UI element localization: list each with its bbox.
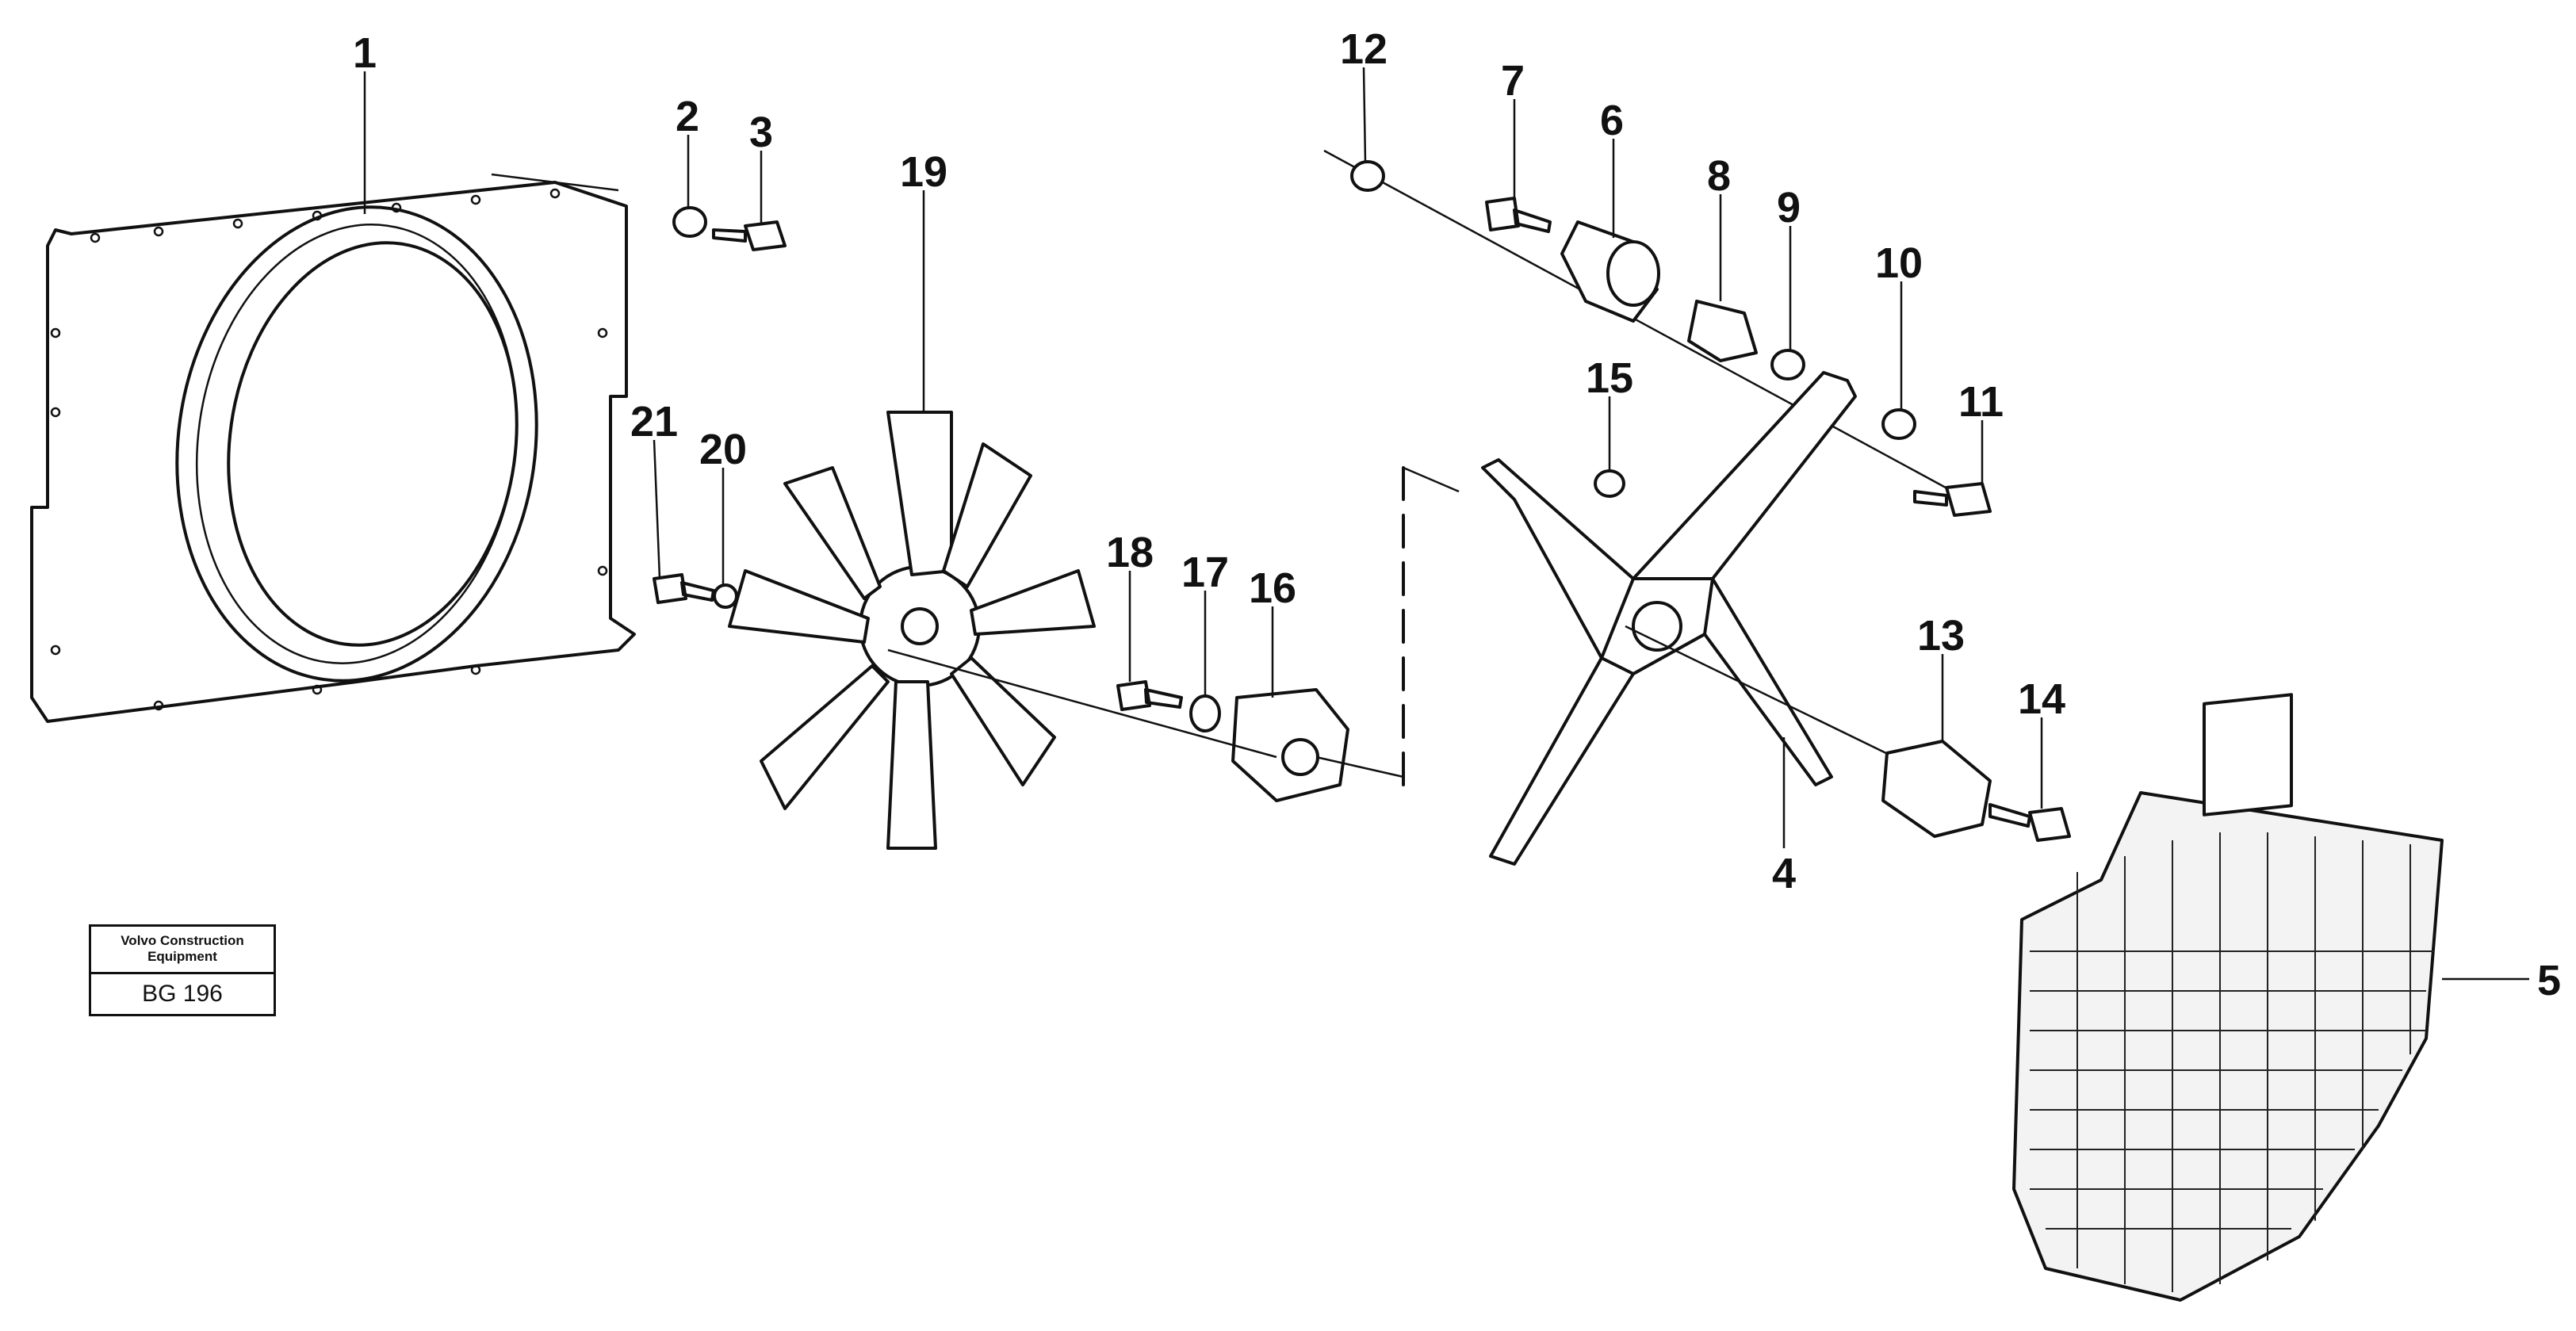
part-label-2: 2 — [676, 93, 699, 140]
fan-shroud — [30, 173, 636, 723]
fan-guard — [2012, 693, 2444, 1302]
part-label-16: 16 — [1249, 564, 1296, 612]
badge-code: BG 196 — [142, 981, 223, 1007]
fan-blade — [728, 411, 1096, 850]
part-label-10: 10 — [1875, 239, 1923, 287]
part-label-20: 20 — [699, 426, 747, 473]
part-label-4: 4 — [1772, 850, 1796, 897]
part-label-14: 14 — [2018, 675, 2065, 723]
part-label-19: 19 — [900, 148, 947, 196]
part-label-5: 5 — [2537, 957, 2561, 1004]
bolt-14 — [1988, 803, 2071, 842]
badge-organization: Volvo Construction Equipment — [91, 927, 274, 974]
mounting-block-13 — [1881, 740, 1992, 838]
fan-hub — [887, 466, 1460, 802]
washer-20 — [713, 583, 738, 609]
part-label-21: 21 — [630, 398, 678, 446]
bolt-18 — [1116, 680, 1183, 711]
part-label-15: 15 — [1586, 354, 1633, 402]
mounting-bracket — [1481, 371, 1920, 866]
part-label-17: 17 — [1181, 549, 1229, 596]
leader-lines — [363, 67, 2529, 981]
part-label-18: 18 — [1106, 529, 1154, 576]
part-label-8: 8 — [1707, 152, 1731, 200]
bolt-3 — [712, 220, 787, 251]
bolt-21 — [653, 573, 715, 604]
part-label-12: 12 — [1340, 25, 1388, 73]
part-label-9: 9 — [1777, 184, 1801, 231]
part-label-13: 13 — [1917, 612, 1965, 660]
washer-2 — [672, 206, 707, 238]
part-label-1: 1 — [353, 29, 377, 77]
part-label-3: 3 — [749, 109, 773, 156]
part-label-6: 6 — [1600, 97, 1624, 144]
washer-17 — [1189, 694, 1221, 732]
part-label-7: 7 — [1501, 57, 1525, 105]
bracket-assembly — [1323, 149, 1992, 517]
catalog-badge: Volvo Construction Equipment BG 196 — [89, 924, 276, 1016]
part-label-11: 11 — [1958, 378, 2004, 426]
